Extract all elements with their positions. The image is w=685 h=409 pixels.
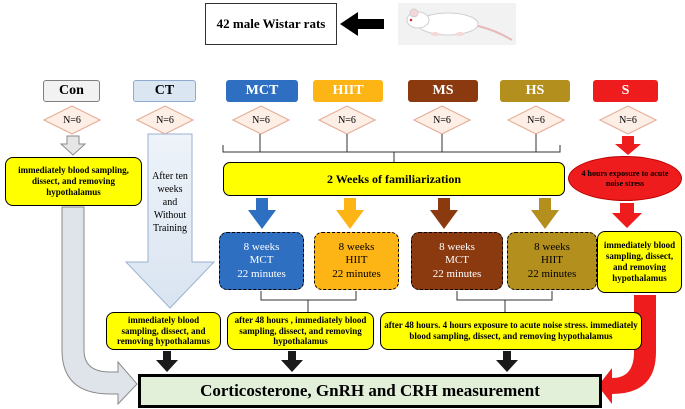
training-ms-weeks: 8 weeks: [439, 241, 475, 254]
con-curved-arrow: [61, 206, 138, 406]
ms-hs-procedure-box: after 48 hours. 4 hours exposure to acut…: [380, 312, 642, 350]
n-s: N=6: [619, 114, 637, 126]
mct-down-arrow: [248, 198, 276, 229]
group-s: S: [593, 80, 658, 102]
ct-big-arrow: [124, 133, 216, 309]
left-arrow-icon: [340, 12, 384, 36]
training-mct-minutes: 22 minutes: [237, 267, 286, 280]
s-down-arrow-2: [612, 203, 642, 228]
s-procedure-box: immediately blood sampling, dissect, and…: [597, 231, 682, 293]
mct-hiit-procedure-box: after 48 hours , immediately blood sampl…: [227, 312, 374, 350]
training-ms-minutes: 22 minutes: [432, 267, 482, 280]
hiit-down-arrow: [336, 198, 364, 229]
n-ct: N=6: [156, 114, 174, 126]
group-hs: HS: [500, 80, 570, 102]
training-mct-weeks: 8 weeks: [243, 241, 280, 254]
group-hiit: HIIT: [313, 80, 383, 102]
training-ms-type: MCT: [445, 254, 469, 267]
n-ms: N=6: [433, 114, 451, 126]
n-diamonds: [42, 105, 658, 135]
training-hs-minutes: 22 minutes: [527, 267, 577, 280]
n-hiit: N=6: [338, 114, 356, 126]
familiarization-box: 2 Weeks of familiarization: [223, 162, 565, 196]
ms-down-arrow: [430, 198, 458, 229]
group-mct: MCT: [226, 80, 298, 102]
training-hiit-minutes: 22 minutes: [332, 267, 381, 280]
n-mct: N=6: [252, 114, 270, 126]
con-down-arrow: [59, 135, 87, 156]
rat-photo-icon: [398, 3, 516, 45]
familiarization-bracket: [222, 134, 561, 162]
s-down-arrow-1: [615, 136, 641, 155]
con-procedure-box: immediately blood sampling, dissect, and…: [5, 157, 142, 206]
training-hiit-type: HIIT: [345, 254, 368, 267]
final-down-arrows: [156, 351, 518, 372]
training-hs-weeks: 8 weeks: [534, 241, 570, 254]
result-brackets: [260, 291, 553, 312]
subjects-box: 42 male Wistar rats: [205, 3, 337, 45]
group-ms: MS: [408, 80, 478, 102]
measurement-box: Corticosterone, GnRH and CRH measurement: [138, 374, 602, 408]
training-hiit-weeks: 8 weeks: [338, 241, 375, 254]
training-mct-type: MCT: [249, 254, 274, 267]
group-con: Con: [43, 80, 100, 102]
noise-stress-oval: 4 hours exposure to acute noise stress: [568, 156, 682, 201]
ct-arrow-text: After ten weeks and Without Training: [152, 171, 188, 234]
ct-procedure-box: immediately blood sampling, dissect, and…: [106, 312, 221, 350]
hs-down-arrow: [531, 198, 559, 229]
n-con: N=6: [63, 114, 81, 126]
n-hs: N=6: [527, 114, 545, 126]
group-ct: CT: [133, 80, 196, 102]
training-hs-type: HIIT: [541, 254, 563, 267]
